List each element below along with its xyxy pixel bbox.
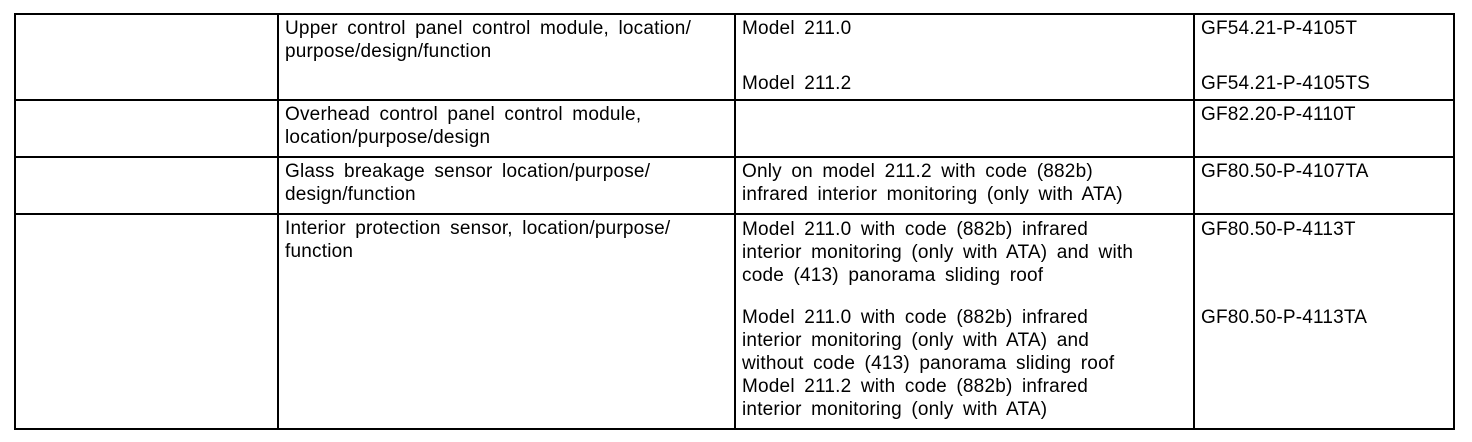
row4-condition-2: Model 211.0 with code (882b) infrared in… [742,307,1115,420]
row2-codes-cell: GF82.20-P-4110T [1193,99,1453,156]
row4-empty-cell [16,213,277,428]
row2-empty-cell [16,99,277,156]
row2-conditions-cell [734,99,1193,156]
row1-condition-2: Model 211.2 [742,73,852,94]
row3-empty-cell [16,156,277,213]
row2-description-cell: Overhead control panel control module, l… [277,99,734,156]
row4-codes-cell: GF80.50-P-4113T GF80.50-P-4113TA [1193,213,1453,428]
row4-conditions-cell: Model 211.0 with code (882b) infrared in… [734,213,1193,428]
row3-codes-cell: GF80.50-P-4107TA [1193,156,1453,213]
row4-document-code-2: GF80.50-P-4113TA [1201,307,1368,328]
row3-description-cell: Glass breakage sensor location/purpose/ … [277,156,734,213]
row1-conditions-cell: Model 211.0 Model 211.2 [734,15,1193,99]
row4-description-cell: Interior protection sensor, location/pur… [277,213,734,428]
row4-document-code-1: GF80.50-P-4113T [1201,219,1356,240]
service-documents-table: Upper control panel control module, loca… [14,13,1455,430]
row1-description-cell: Upper control panel control module, loca… [277,15,734,99]
row4-condition-1: Model 211.0 with code (882b) infrared in… [742,219,1134,286]
row1-codes-cell: GF54.21-P-4105T GF54.21-P-4105TS [1193,15,1453,99]
row1-empty-cell [16,15,277,99]
row1-condition-1: Model 211.0 [742,18,852,39]
row1-document-code-2: GF54.21-P-4105TS [1201,73,1371,94]
row3-conditions-cell: Only on model 211.2 with code (882b) inf… [734,156,1193,213]
row1-document-code-1: GF54.21-P-4105T [1201,18,1358,39]
